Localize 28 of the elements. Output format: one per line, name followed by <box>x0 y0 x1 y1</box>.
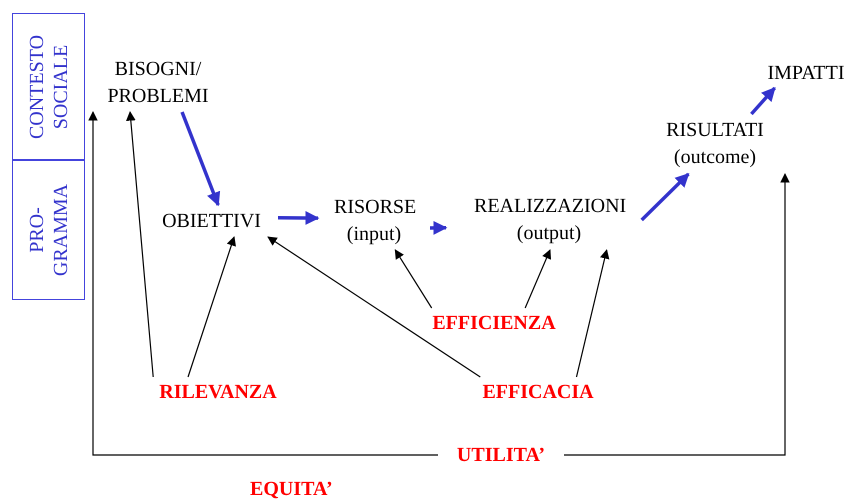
criterion-label: UTILITA’ <box>438 440 564 470</box>
arrow <box>524 249 552 308</box>
section-panel <box>12 13 85 160</box>
criterion-label: EQUITA’ <box>250 478 333 501</box>
stage-label: IMPATTI <box>752 58 860 88</box>
criterion-label: EFFICACIA <box>464 377 612 407</box>
stage-label: RISULTATI (outcome) <box>645 114 785 174</box>
stage-label: OBIETTIVI <box>145 205 278 237</box>
stage-label: RISORSE (input) <box>318 192 430 250</box>
criterion-label: RILEVANZA <box>137 377 299 407</box>
stage-label: REALIZZAZIONI (output) <box>446 190 652 250</box>
criterion-label: EFFICIENZA <box>412 308 576 338</box>
arrow <box>126 111 154 378</box>
arrow <box>430 220 448 235</box>
section-heading: PRO- GRAMMA <box>24 182 72 278</box>
arrow <box>187 236 236 378</box>
arrow <box>576 249 610 378</box>
arrow <box>394 249 432 308</box>
arrow <box>88 111 438 456</box>
arrow <box>278 211 320 225</box>
stage-label: BISOGNI/ PROBLEMI <box>93 54 223 112</box>
arrow <box>180 111 220 206</box>
arrow <box>640 172 690 222</box>
arrow <box>750 86 776 116</box>
section-panel <box>12 160 85 300</box>
arrow <box>267 236 481 378</box>
arrow <box>564 173 790 456</box>
section-heading: CONTESTO SOCIALE <box>24 33 72 141</box>
